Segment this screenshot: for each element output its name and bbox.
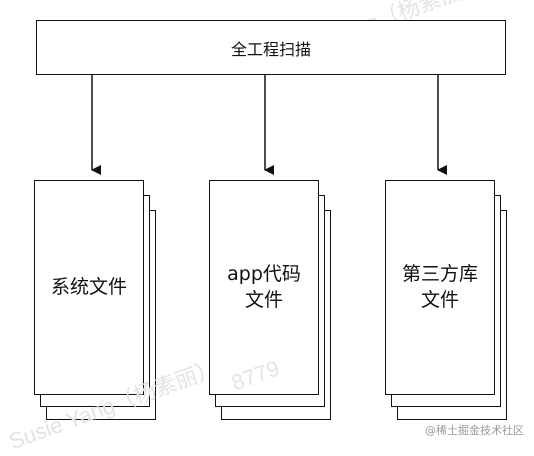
- full-project-scan-label: 全工程扫描: [230, 39, 311, 59]
- label-line: app代码: [227, 262, 301, 285]
- diagram-canvas: [91, 75, 447, 175]
- label-line: 系统文件: [50, 275, 127, 298]
- third-party-library-files-label: 第三方库 文件: [385, 180, 495, 395]
- stack-sheet-front: [209, 180, 319, 395]
- label-line: 第三方库: [401, 262, 478, 285]
- stack-sheet-front: [385, 180, 495, 395]
- full-project-scan-box: 全工程扫描: [36, 20, 506, 75]
- label-line: 文件: [420, 288, 459, 311]
- app-code-files-label: app代码 文件: [209, 180, 319, 395]
- stack-sheet-front: [34, 180, 144, 395]
- system-files-label: 系统文件: [34, 180, 144, 395]
- footer-credit: @稀土掘金技术社区: [425, 424, 524, 437]
- label-line: 文件: [244, 288, 283, 311]
